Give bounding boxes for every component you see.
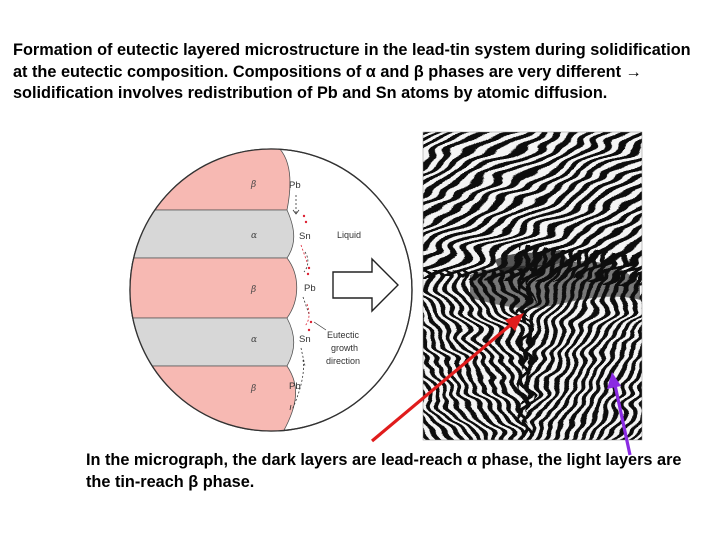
element-label-5: Pb (289, 381, 301, 392)
phase-label-3: β (250, 285, 256, 295)
layer-beta-3 (130, 365, 297, 431)
growth-label-line1: Eutectic (327, 330, 360, 340)
growth-label-line3: direction (326, 356, 360, 366)
liquid-label: Liquid (337, 230, 361, 240)
phase-label-2: α (251, 231, 257, 241)
diffusion-arrows (289, 195, 310, 411)
caption-bottom: In the micrograph, the dark layers are l… (86, 451, 682, 491)
element-label-3: Pb (304, 283, 316, 294)
element-label-1: Pb (289, 180, 301, 191)
element-label-4: Sn (299, 334, 311, 345)
diffusion-dots (302, 214, 313, 332)
element-label-2: Sn (299, 231, 311, 242)
layer-beta-2 (130, 257, 298, 319)
phase-label-4: α (251, 335, 257, 345)
layer-alpha-2 (130, 317, 295, 367)
growth-direction-arrow (332, 257, 399, 313)
caption-top: Formation of eutectic layered microstruc… (13, 41, 691, 102)
purple-pointer-arrow (607, 372, 632, 456)
growth-label-line2: growth (331, 343, 358, 353)
micrograph (423, 132, 642, 440)
growth-pointer (313, 321, 327, 331)
layer-alpha-1 (130, 209, 295, 259)
phase-label-1: β (250, 180, 256, 190)
red-pointer-arrow (370, 313, 524, 443)
layer-beta-1 (130, 149, 291, 211)
schematic-circle (129, 148, 413, 432)
micrograph-frame (422, 131, 643, 441)
phase-label-5: β (250, 384, 256, 394)
